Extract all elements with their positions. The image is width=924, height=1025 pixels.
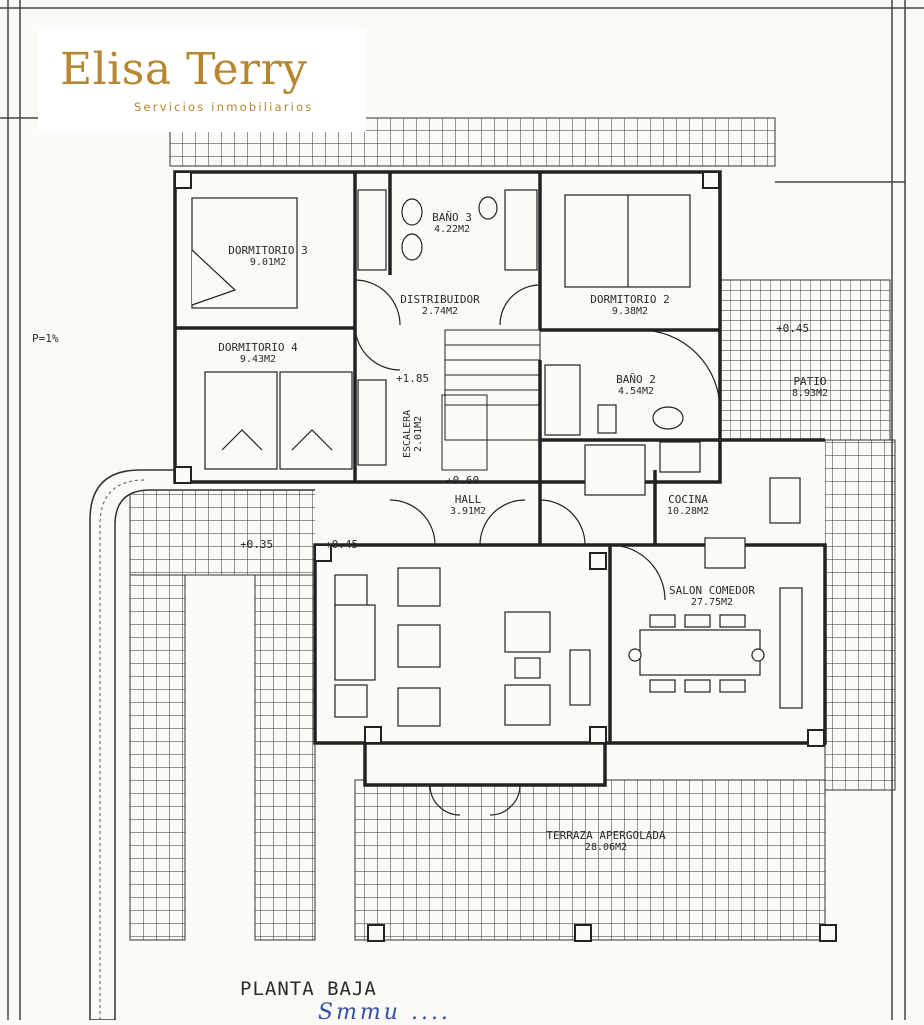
walls	[173, 170, 827, 787]
plan-title: PLANTA BAJA	[240, 978, 377, 1000]
level-mark-035: +0.35	[240, 538, 274, 551]
doors	[354, 279, 721, 816]
living-room-furniture	[334, 567, 591, 727]
level-mark-060: +0.60	[446, 474, 480, 487]
logo-title: Elisa Terry	[60, 44, 308, 95]
kitchen-dining-furniture	[584, 441, 803, 709]
beds	[191, 194, 691, 470]
handwritten-note: Smmu ....	[318, 1000, 451, 1025]
level-mark-185: +1.85	[396, 372, 430, 385]
elisa-terry-logo: Elisa Terry Servicios inmobiliarios	[38, 28, 366, 132]
level-mark-045-terrace: +0.45	[325, 538, 359, 551]
level-mark-045-patio: +0.45	[776, 322, 810, 335]
logo-tagline: Servicios inmobiliarios	[134, 100, 314, 114]
pergola-posts	[174, 171, 837, 942]
slope-mark: P=1%	[32, 332, 59, 345]
staircase	[441, 329, 541, 471]
bathroom-fixtures	[357, 189, 684, 466]
